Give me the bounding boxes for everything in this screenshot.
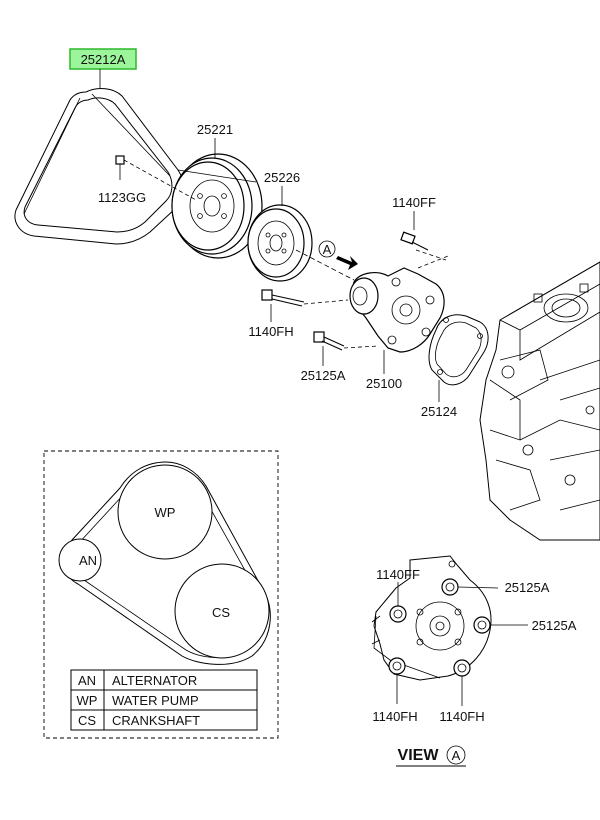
legend-name-wp: WATER PUMP: [112, 693, 199, 708]
bolt-1140ff-label: 1140FF: [392, 195, 436, 210]
water-pump-gasket[interactable]: [428, 314, 489, 386]
view-a-title: VIEW A: [396, 745, 466, 767]
wp-pulley-label: 25226: [264, 170, 300, 185]
legend-code-cs: CS: [78, 713, 96, 728]
view-bolt-top-left[interactable]: [389, 605, 407, 623]
crank-pulley[interactable]: [171, 153, 263, 259]
bolt-25125a-label: 25125A: [301, 368, 346, 383]
an-pulley-code: AN: [79, 553, 97, 568]
water-pump-pulley[interactable]: [247, 204, 313, 282]
center-line: [295, 249, 355, 281]
bolt-1140ff[interactable]: [400, 231, 447, 261]
wp-pulley-circle: [117, 464, 213, 560]
engine-block: [479, 261, 600, 541]
view-bolt-bottom-left[interactable]: [388, 657, 406, 675]
view-bolt-top-right[interactable]: [441, 578, 459, 596]
bolt-1140fh-label: 1140FH: [248, 324, 293, 339]
view-title-text: VIEW: [398, 747, 440, 764]
cs-pulley-circle: [174, 563, 270, 659]
water-pump-label: 25100: [366, 376, 402, 391]
belt-routing-inset: WP AN CS: [43, 450, 279, 739]
water-pump[interactable]: [349, 267, 445, 353]
view-bolt-bottom-right[interactable]: [453, 659, 471, 677]
belt-part-number: 25212A: [81, 52, 126, 67]
legend-name-cs: CRANKSHAFT: [112, 713, 200, 728]
drive-belt[interactable]: [14, 88, 185, 245]
bolt-25125a[interactable]: [313, 331, 379, 351]
wp-pulley-code: WP: [155, 505, 176, 520]
view-a-marker: A: [318, 240, 358, 270]
cs-pulley-code: CS: [212, 605, 230, 620]
belt-routing-path: [63, 461, 271, 665]
view-label-top-left: 1140FF: [376, 567, 420, 582]
belt-legend-table: AN ALTERNATOR WP WATER PUMP CS CRANKSHAF…: [70, 669, 258, 731]
view-bolt-right[interactable]: [473, 616, 491, 634]
belt-callout-box: [69, 48, 137, 70]
legend-code-wp: WP: [77, 693, 98, 708]
crank-pulley-label: 25221: [197, 122, 233, 137]
an-pulley-circle: [58, 538, 102, 582]
gasket-label: 25124: [421, 404, 457, 419]
legend-name-an: ALTERNATOR: [112, 673, 197, 688]
belt-callout[interactable]: 25212A: [69, 48, 137, 88]
view-label-top-right: 25125A: [505, 580, 550, 595]
view-title-marker: A: [452, 748, 461, 763]
crank-bolt-label: 1123GG: [98, 190, 146, 205]
view-label-right: 25125A: [532, 618, 577, 633]
legend-code-an: AN: [78, 673, 96, 688]
center-line-2: [417, 255, 449, 269]
inset-frame: [43, 450, 279, 739]
view-a-detail: [371, 555, 528, 706]
bolt-1140fh[interactable]: [261, 289, 349, 307]
crank-bolt[interactable]: [115, 155, 197, 201]
view-label-bottom-right: 1140FH: [439, 709, 484, 724]
svg-text:A: A: [323, 242, 332, 257]
view-label-bottom-left: 1140FH: [372, 709, 417, 724]
